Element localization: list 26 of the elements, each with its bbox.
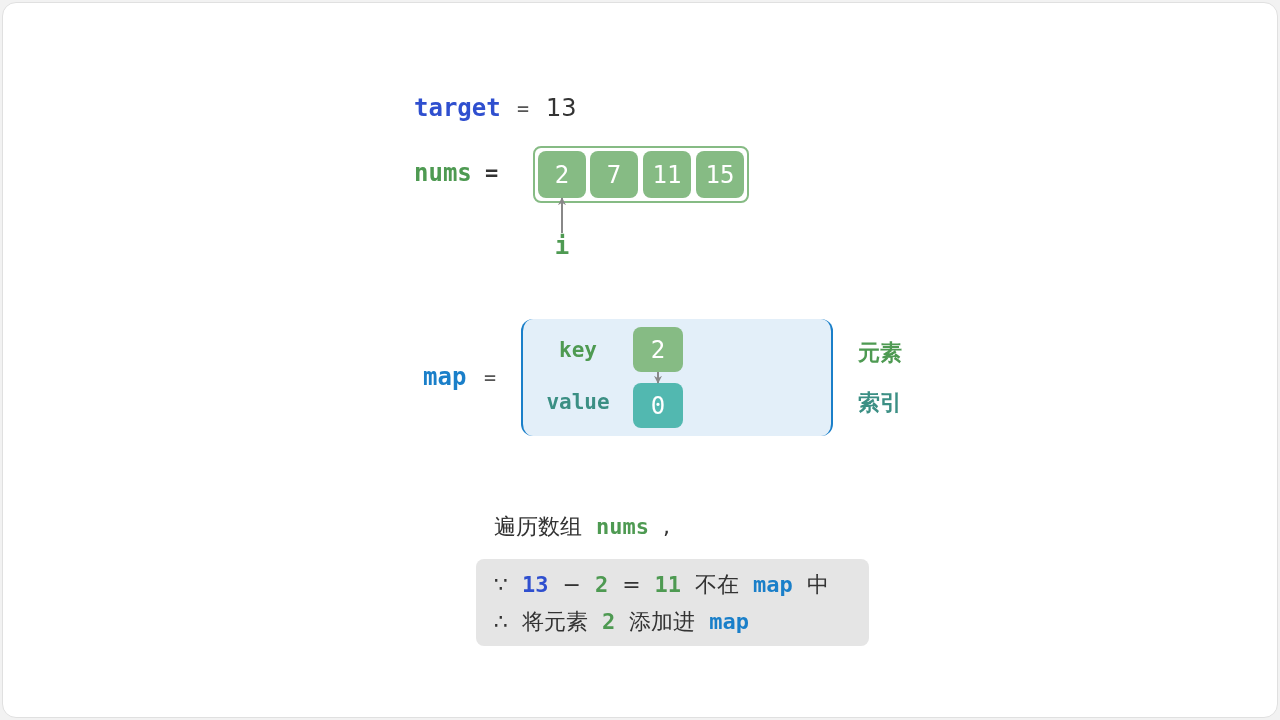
variable-name: nums — [414, 158, 472, 188]
text-label: 元素 — [858, 339, 902, 367]
array-cell: 2 — [538, 151, 586, 198]
array-cell: 11 — [643, 151, 691, 198]
equals-sign: = — [484, 364, 497, 391]
key-cell: 2 — [633, 327, 683, 372]
row-label: value — [545, 389, 611, 416]
reason-line: ∵ 13 − 2 = 11 不在 map 中 — [494, 571, 829, 599]
variable-name: map — [423, 362, 467, 392]
array-cell: 15 — [696, 151, 744, 198]
row-label: key — [558, 337, 598, 364]
text-label: 遍历数组 nums , — [494, 513, 670, 541]
text-label: 13 — [546, 93, 577, 123]
arrow — [558, 197, 566, 234]
conclusion-line: ∴ 将元素 2 添加进 map — [494, 608, 749, 636]
array-frame — [533, 146, 749, 203]
map-box — [521, 319, 833, 436]
equals-sign: = — [517, 95, 530, 122]
array-cell: 7 — [590, 151, 638, 198]
pointer-label: i — [552, 233, 572, 259]
equals-sign: = — [485, 159, 499, 187]
arrow — [654, 371, 662, 384]
note-box — [476, 559, 869, 646]
value-cell: 0 — [633, 383, 683, 428]
text-label: 索引 — [858, 389, 902, 417]
variable-name: target — [414, 93, 501, 123]
